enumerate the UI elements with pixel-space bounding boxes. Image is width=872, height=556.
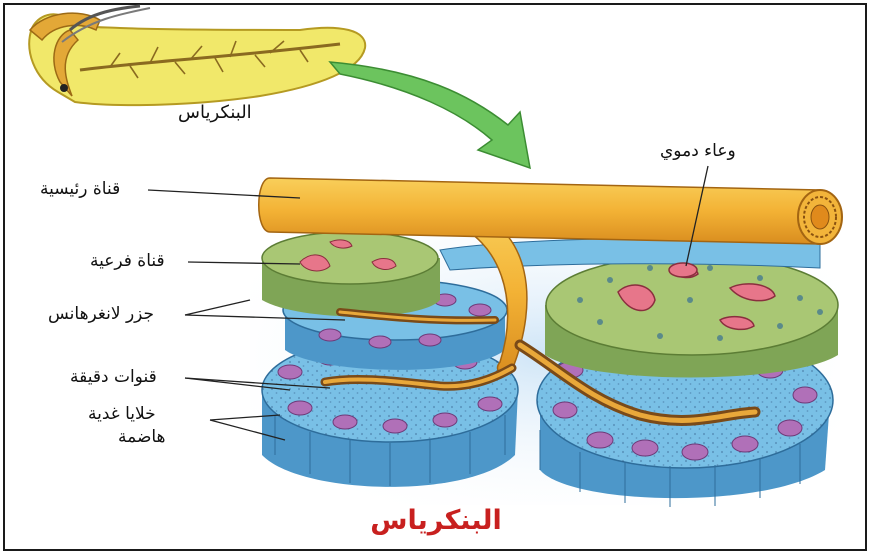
main-duct — [259, 178, 842, 244]
zoom-arrow — [330, 62, 530, 168]
blood-vessel — [669, 263, 697, 277]
islets-label: جزر لانغرهانس — [48, 305, 154, 325]
blood-vessel-label: وعاء دموي — [660, 142, 736, 162]
pancreas-organ — [29, 6, 365, 105]
organ-label: البنكرياس — [178, 103, 252, 124]
digestive-cells-label-line1: خلايا غدية — [88, 405, 156, 425]
digestive-cells-label-line2: هاضمة — [118, 428, 166, 448]
islet-left — [262, 232, 440, 317]
main-duct-label: قناة رئيسية — [40, 180, 120, 200]
fine-ducts-label: قنوات دقيقة — [70, 368, 157, 388]
branch-duct-label: قناة فرعية — [90, 252, 165, 272]
diagram-title: البنكرياس — [0, 505, 872, 536]
